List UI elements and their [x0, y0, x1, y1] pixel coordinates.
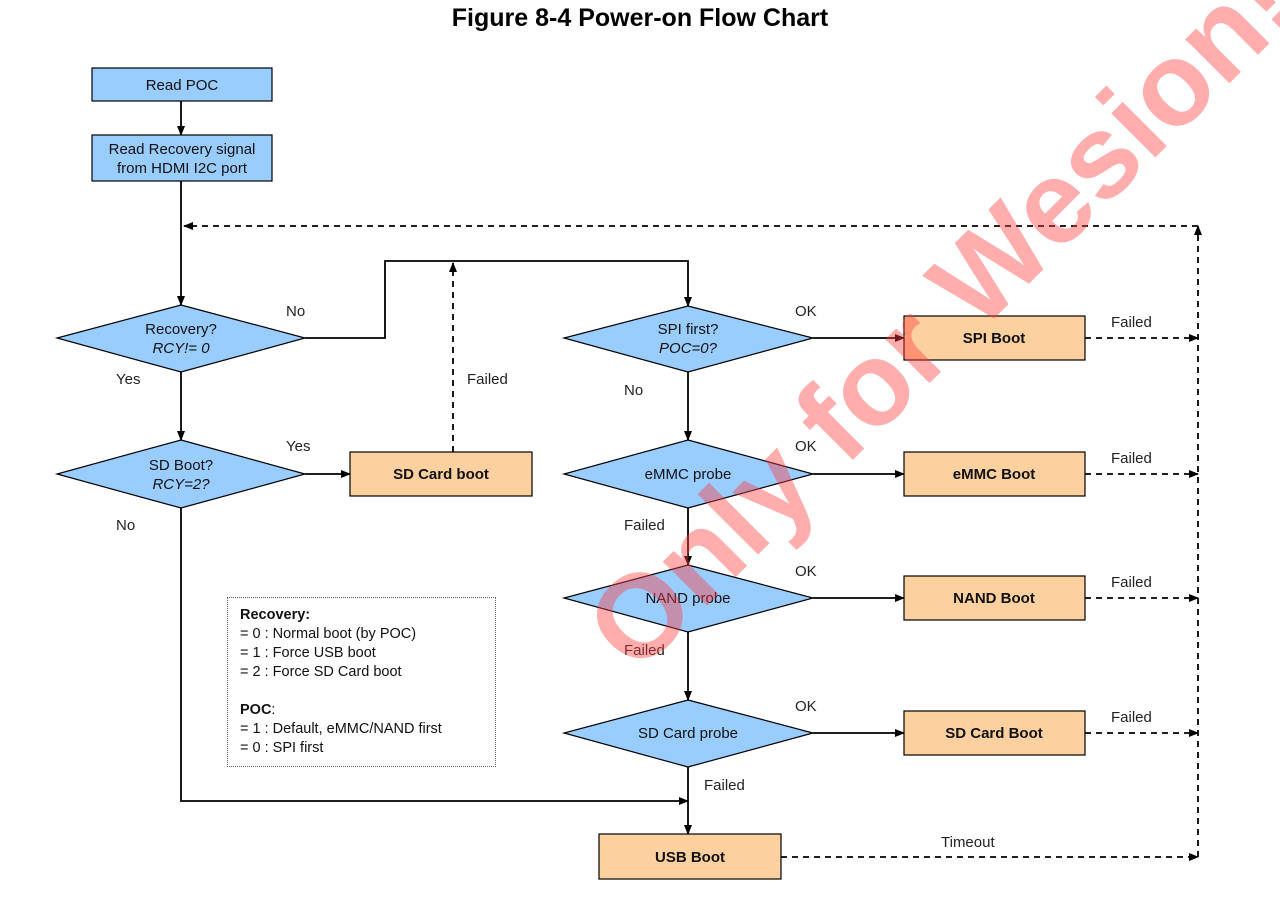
legend-box: Recovery: = 0 : Normal boot (by POC) = 1…: [227, 597, 496, 767]
label-ok-nand: OK: [795, 563, 817, 580]
spi-first-decision-line2: POC=0?: [659, 340, 718, 357]
label-failed-spi-boot: Failed: [1111, 314, 1152, 331]
label-no-spi: No: [624, 382, 643, 399]
legend-poc-colon: :: [271, 702, 276, 718]
sd-card-boot-right-label: SD Card Boot: [945, 725, 1043, 742]
sd-card-boot-left-label: SD Card boot: [393, 466, 489, 483]
label-yes-recovery: Yes: [116, 371, 140, 388]
label-failed-sd-boot: Failed: [1111, 709, 1152, 726]
nand-boot-box: NAND Boot: [903, 575, 1086, 621]
label-ok-spi: OK: [795, 303, 817, 320]
label-failed-emmc-boot: Failed: [1111, 450, 1152, 467]
label-ok-sd: OK: [795, 698, 817, 715]
usb-boot-label: USB Boot: [655, 849, 725, 866]
read-poc-label: Read POC: [146, 77, 219, 94]
label-failed-nand-boot: Failed: [1111, 574, 1152, 591]
label-no-recovery: No: [286, 303, 305, 320]
emmc-probe-decision: eMMC probe: [561, 439, 816, 509]
spi-boot-label: SPI Boot: [963, 330, 1026, 347]
usb-boot-box: USB Boot: [598, 833, 782, 880]
sd-boot-decision-line1: SD Boot?: [149, 457, 213, 474]
label-failed-sd-probe: Failed: [704, 777, 745, 794]
emmc-boot-box: eMMC Boot: [903, 451, 1086, 497]
legend-recovery-heading: Recovery:: [240, 607, 311, 623]
emmc-boot-label: eMMC Boot: [953, 466, 1036, 483]
nand-probe-decision: NAND probe: [561, 564, 816, 633]
label-ok-emmc: OK: [795, 438, 817, 455]
label-failed-nand-probe: Failed: [624, 642, 665, 659]
legend-poc-item: = 0 : SPI first: [240, 740, 324, 756]
legend-recovery-item: = 0 : Normal boot (by POC): [240, 626, 417, 642]
label-no-sd: No: [116, 517, 135, 534]
legend-poc-heading-row: POC:: [240, 701, 483, 720]
sd-boot-decision: SD Boot? RCY=2?: [54, 439, 308, 509]
connector-recovery-no-to-spi: [305, 260, 692, 339]
label-failed-sd-card: Failed: [467, 371, 508, 388]
spi-boot-box: SPI Boot: [903, 315, 1086, 361]
sd-card-boot-right-box: SD Card Boot: [903, 710, 1086, 756]
read-recovery-label-line2: from HDMI I2C port: [117, 160, 248, 177]
read-recovery-box: Read Recovery signal from HDMI I2C port: [91, 134, 273, 182]
emmc-probe-label: eMMC probe: [645, 466, 732, 483]
sd-card-boot-left-box: SD Card boot: [349, 451, 533, 497]
label-timeout: Timeout: [941, 834, 995, 851]
connector-sdboot-no-to-usb: [180, 508, 689, 805]
legend-poc-heading: POC: [240, 702, 272, 718]
legend-recovery-item: = 2 : Force SD Card boot: [240, 664, 402, 680]
read-recovery-label-line1: Read Recovery signal: [109, 141, 256, 158]
label-failed-emmc-probe: Failed: [624, 517, 665, 534]
legend-recovery-item: = 1 : Force USB boot: [240, 645, 376, 661]
label-yes-sd: Yes: [286, 438, 310, 455]
recovery-decision-line1: Recovery?: [145, 321, 217, 338]
spi-first-decision-line1: SPI first?: [658, 321, 719, 338]
read-poc-box: Read POC: [91, 67, 273, 102]
recovery-decision: Recovery? RCY!= 0: [54, 304, 308, 373]
sd-boot-decision-line2: RCY=2?: [152, 476, 210, 493]
sd-card-probe-label: SD Card probe: [638, 725, 738, 742]
spi-first-decision: SPI first? POC=0?: [561, 305, 816, 373]
sd-card-probe-decision: SD Card probe: [561, 699, 816, 768]
nand-probe-label: NAND probe: [645, 590, 730, 607]
page-title: Figure 8-4 Power-on Flow Chart: [451, 4, 829, 32]
recovery-decision-line2: RCY!= 0: [152, 340, 210, 357]
nand-boot-label: NAND Boot: [953, 590, 1035, 607]
legend-poc-item: = 1 : Default, eMMC/NAND first: [240, 721, 442, 737]
